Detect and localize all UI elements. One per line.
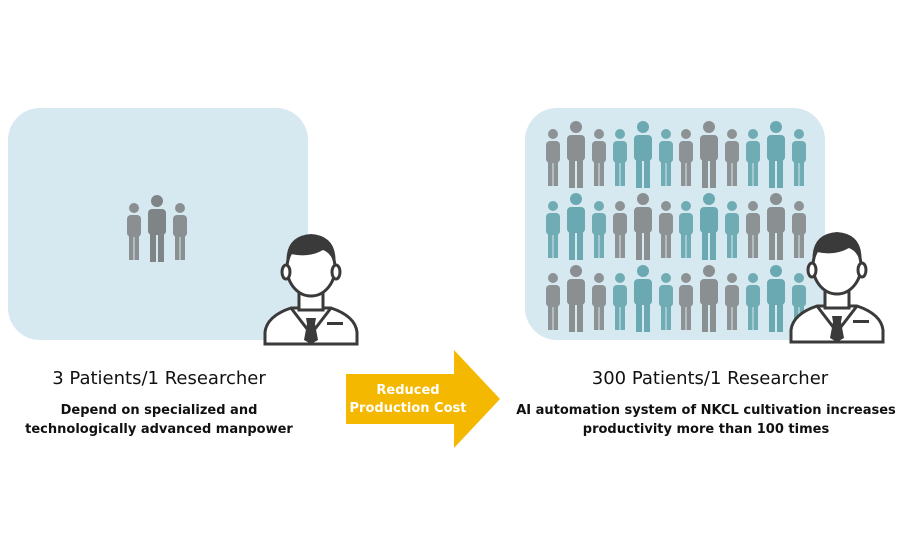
patient-group-icon [545, 264, 607, 332]
arrow-label-line1: Reduced [376, 383, 440, 398]
patient-group-icon [678, 192, 740, 260]
left-description-line2: technologically advanced manpower [25, 422, 293, 437]
right-description-line1: AI automation system of NKCL cultivation… [516, 403, 896, 418]
patient-group-icon [545, 192, 607, 260]
patient-group-icon [126, 194, 188, 262]
left-description: Depend on specialized and technologicall… [4, 401, 314, 439]
right-description: AI automation system of NKCL cultivation… [506, 401, 904, 439]
reduced-cost-arrow-icon [346, 350, 500, 448]
researcher-icon [787, 222, 887, 344]
right-description-line2: productivity more than 100 times [582, 422, 830, 437]
patient-group-icon [678, 264, 740, 332]
researcher-icon [261, 224, 361, 346]
arrow-label: Reduced Production Cost [346, 382, 470, 418]
patient-group-icon [612, 264, 674, 332]
patient-group-icon [678, 120, 740, 188]
left-description-line1: Depend on specialized and [60, 403, 258, 418]
arrow-label-line2: Production Cost [349, 401, 467, 416]
patient-group-icon [745, 120, 807, 188]
left-title: 3 Patients/1 Researcher [52, 368, 266, 389]
patient-group-icon [612, 192, 674, 260]
patient-group-icon [612, 120, 674, 188]
patient-group-icon [545, 120, 607, 188]
patient-group-icon [745, 192, 807, 260]
right-title: 300 Patients/1 Researcher [591, 368, 829, 389]
